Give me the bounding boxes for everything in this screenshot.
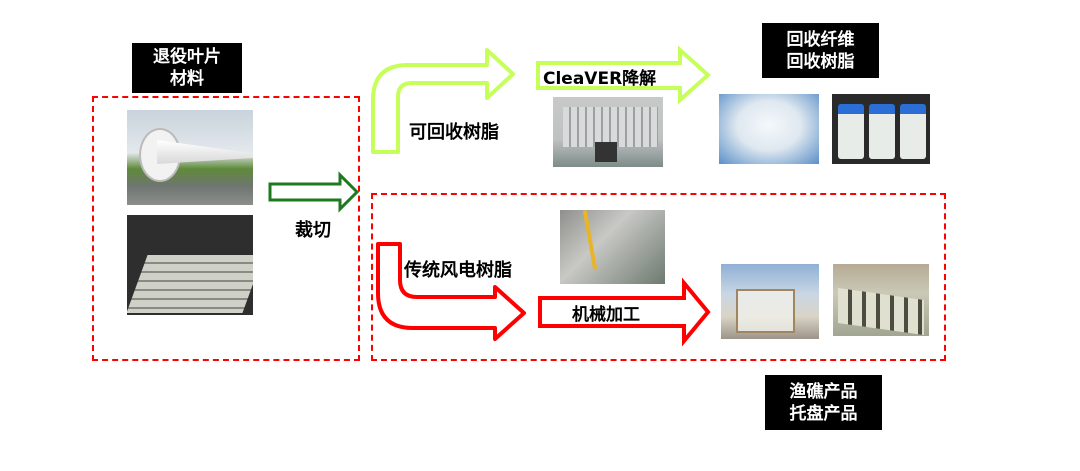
fish-reef-image [721, 264, 819, 339]
traditional-bent-arrow [376, 242, 526, 341]
cleaver-machine-image [553, 97, 663, 167]
recycled-label-line2: 回收树脂 [786, 51, 855, 72]
mechanical-process-label: 机械加工 [572, 305, 640, 325]
traditional-output-label: 渔礁产品 托盘产品 [765, 375, 882, 430]
cut-arrow [268, 171, 360, 213]
traditional-resin-label: 传统风电树脂 [404, 260, 512, 281]
recycled-fiber-image [719, 94, 819, 164]
recycled-label-line1: 回收纤维 [786, 29, 855, 50]
cutting-machine-image [560, 210, 665, 284]
source-label-line1: 退役叶片 [153, 47, 221, 67]
pallet-image [833, 264, 929, 336]
cut-step-label: 裁切 [295, 220, 331, 241]
recycled-resin-image [832, 94, 930, 164]
mechanical-arrow [538, 277, 711, 347]
blade-transport-image [127, 110, 253, 205]
composite-plates-image [127, 215, 253, 315]
traditional-label-line2: 托盘产品 [789, 403, 858, 424]
traditional-resin-box [371, 193, 946, 361]
cleaver-arrow [536, 45, 712, 105]
recyclable-resin-label: 可回收树脂 [409, 122, 499, 143]
source-material-box [92, 96, 360, 361]
recyclable-bent-arrow [371, 48, 515, 154]
cleaver-process-label: CleaVER降解 [543, 69, 657, 89]
source-material-label: 退役叶片 材料 [132, 43, 242, 93]
source-label-line2: 材料 [170, 69, 204, 89]
recycled-output-label: 回收纤维 回收树脂 [762, 23, 879, 78]
traditional-label-line1: 渔礁产品 [789, 381, 858, 402]
